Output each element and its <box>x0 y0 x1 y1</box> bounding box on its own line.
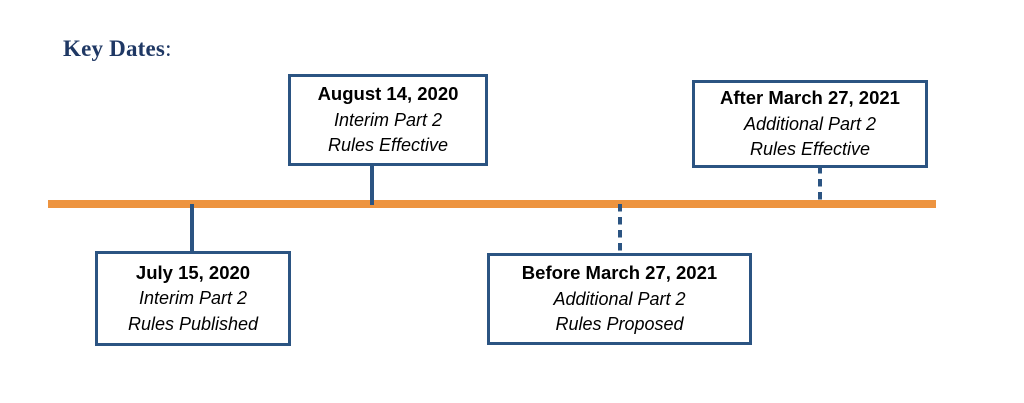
event-box-after-march-27-2021[interactable]: After March 27, 2021 Additional Part 2 R… <box>692 80 928 168</box>
event-date: July 15, 2020 <box>135 261 251 283</box>
event-detail-line-1: Interim Part 2 <box>333 109 443 130</box>
event-detail-line-2: Rules Effective <box>327 135 449 156</box>
event-detail-line-2: Rules Published <box>127 313 259 334</box>
connector-august-14-2020 <box>370 163 374 205</box>
event-box-august-14-2020[interactable]: August 14, 2020 Interim Part 2 Rules Eff… <box>288 74 488 166</box>
page-title: Key Dates: <box>63 36 172 62</box>
event-box-before-march-27-2021[interactable]: Before March 27, 2021 Additional Part 2 … <box>487 253 752 345</box>
event-detail-line-2: Rules Effective <box>749 139 871 160</box>
event-date: After March 27, 2021 <box>720 87 900 109</box>
page-title-text: Key Dates <box>63 36 166 61</box>
event-date: August 14, 2020 <box>317 83 459 105</box>
event-detail-line-1: Additional Part 2 <box>743 113 877 134</box>
connector-before-march-27-2021 <box>618 204 622 254</box>
event-detail-line-2: Rules Proposed <box>555 314 684 335</box>
event-detail-line-1: Interim Part 2 <box>138 288 248 309</box>
connector-after-march-27-2021 <box>818 166 822 204</box>
event-box-july-15-2020[interactable]: July 15, 2020 Interim Part 2 Rules Publi… <box>95 251 291 346</box>
page-title-colon: : <box>165 36 172 61</box>
event-detail-line-1: Additional Part 2 <box>553 288 686 309</box>
event-date: Before March 27, 2021 <box>521 262 718 284</box>
timeline-bar <box>48 200 936 208</box>
connector-july-15-2020 <box>190 204 194 253</box>
